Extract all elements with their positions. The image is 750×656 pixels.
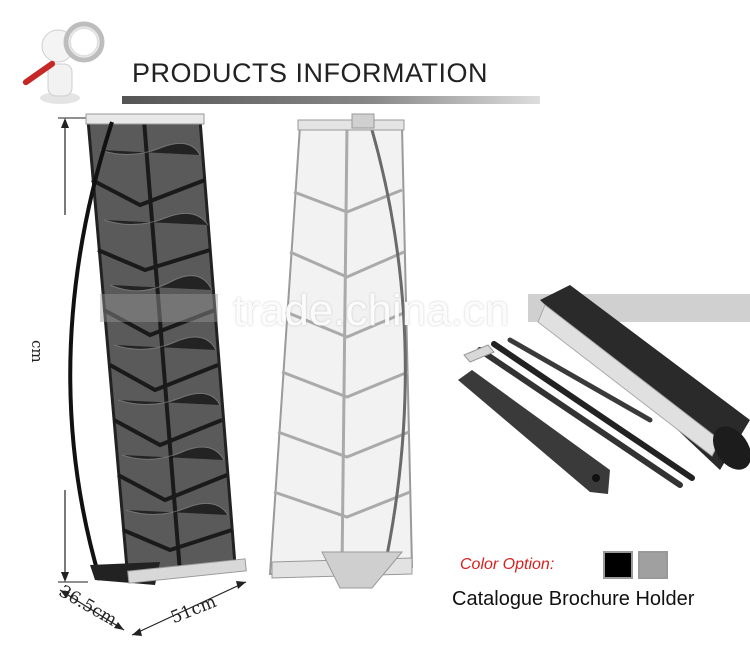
black-brochure-stand-image	[58, 113, 247, 636]
color-swatch-black	[603, 551, 633, 579]
watermark-text: trade.china.cn	[233, 286, 510, 335]
title-underline	[122, 96, 540, 104]
page-title: PRODUCTS INFORMATION	[132, 58, 488, 88]
grey-brochure-stand-image	[268, 113, 414, 589]
height-dimension-label: cm	[28, 340, 46, 363]
packed-components-image	[458, 285, 750, 494]
mascot-magnifier-icon	[22, 21, 105, 104]
color-swatch-grey	[638, 551, 668, 579]
product-name: Catalogue Brochure Holder	[452, 588, 695, 610]
watermark-bar-left	[100, 294, 218, 322]
color-option-label: Color Option:	[460, 556, 555, 573]
